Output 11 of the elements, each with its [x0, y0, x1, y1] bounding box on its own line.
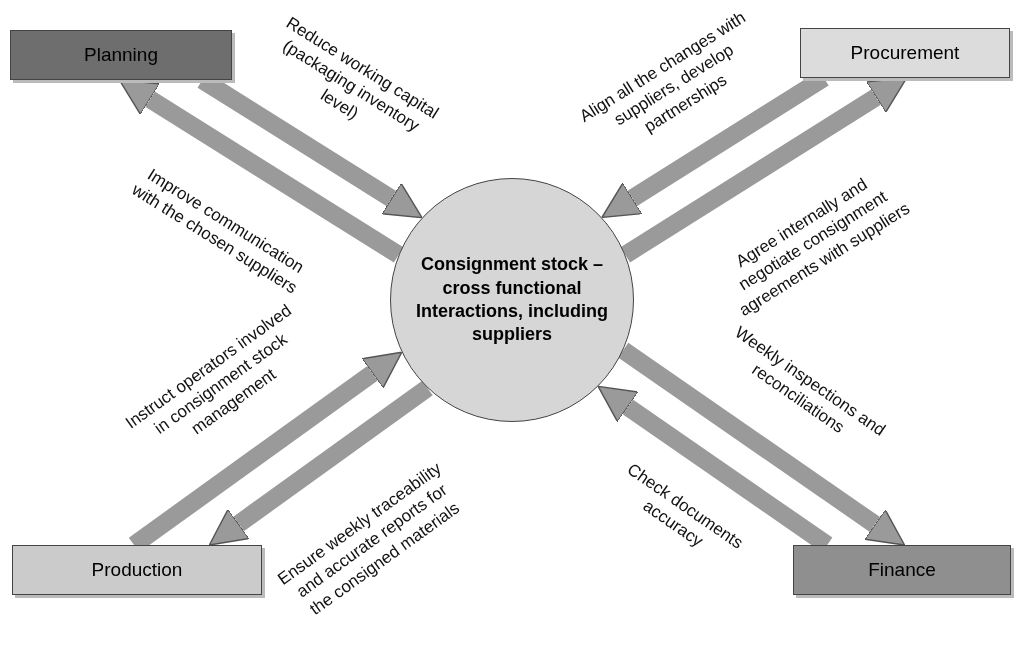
- function-label: Production: [91, 557, 183, 582]
- block-arrow: [208, 380, 433, 546]
- function-box: [10, 30, 232, 80]
- function-box: [12, 545, 262, 595]
- function-label: Planning: [84, 42, 158, 67]
- function-label: Procurement: [850, 40, 960, 65]
- function-box: [800, 28, 1010, 78]
- center-text: Consignment stock – cross functional Interactions, including suppliers: [415, 253, 609, 347]
- function-box: [793, 545, 1011, 595]
- function-label: Finance: [868, 557, 936, 582]
- block-arrow: [618, 342, 906, 546]
